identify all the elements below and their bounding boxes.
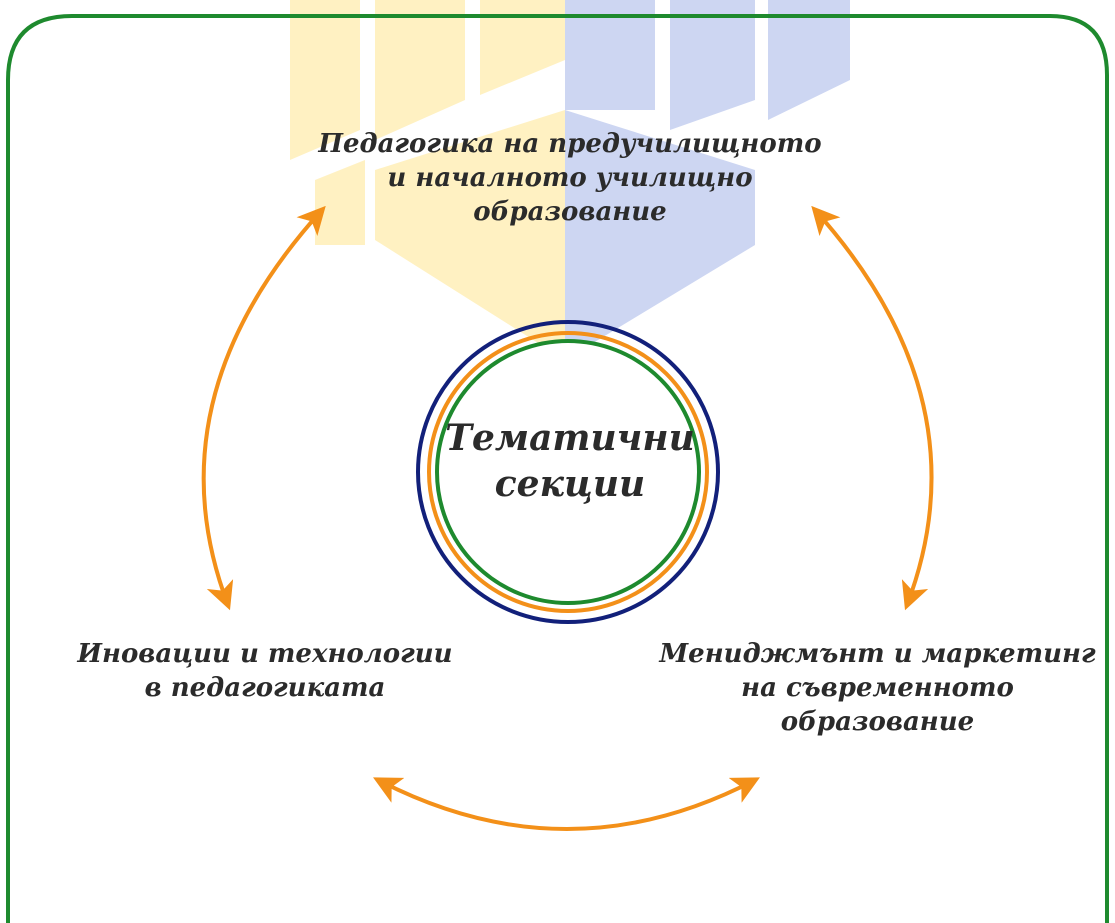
- center-title: Тематични секции: [445, 417, 695, 505]
- arrow-bottom: [373, 777, 760, 831]
- section-label-management: Мениджмънт и маркетинг на съвременното о…: [659, 639, 1096, 737]
- logo-watermark-icon: [290, 0, 850, 360]
- section-label-innovations: Иновации и технологии в педагогиката: [77, 639, 453, 703]
- ring-middle: [427, 331, 709, 613]
- frame-border: [6, 14, 1109, 923]
- ring-outer: [416, 320, 720, 624]
- arrow-top-left: [201, 205, 326, 611]
- section-label-preschool-primary: Педагогика на предучилищното и началното…: [318, 129, 822, 227]
- arrow-top-right: [811, 205, 934, 611]
- ring-inner: [435, 339, 701, 605]
